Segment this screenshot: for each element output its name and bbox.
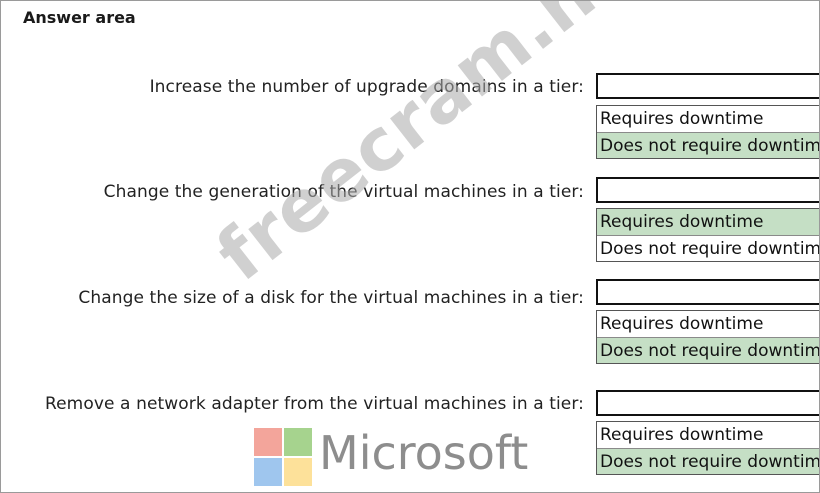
question-4-options: Requires downtime Does not require downt… [596,421,819,475]
question-2-answer-box[interactable] [596,177,819,203]
question-4-label: Remove a network adapter from the virtua… [44,394,584,414]
question-1-answer-box[interactable] [596,73,819,99]
question-4-option-requires-downtime[interactable]: Requires downtime [600,425,764,445]
question-1-option-does-not-require-downtime[interactable]: Does not require downtime [597,132,819,158]
question-3-answer-box[interactable] [596,279,819,305]
question-1-option-requires-downtime[interactable]: Requires downtime [600,109,764,129]
question-1-label: Increase the number of upgrade domains i… [149,77,584,97]
question-4-answer-box[interactable] [596,390,819,416]
question-3-label: Change the size of a disk for the virtua… [78,288,584,308]
question-2-option-does-not-require-downtime[interactable]: Does not require downtime [597,235,819,261]
microsoft-logo-text: Microsoft [319,426,529,480]
question-3-option-requires-downtime[interactable]: Requires downtime [600,314,764,334]
answer-area-title: Answer area [23,8,136,27]
question-3-option-does-not-require-downtime[interactable]: Does not require downtime [597,337,819,363]
question-2-label: Change the generation of the virtual mac… [103,182,584,202]
question-4-option-does-not-require-downtime[interactable]: Does not require downtime [597,448,819,474]
question-3-options: Requires downtime Does not require downt… [596,310,819,364]
question-2-option-requires-downtime[interactable]: Requires downtime [597,209,819,235]
question-1-options: Requires downtime Does not require downt… [596,105,819,159]
question-2-options: Requires downtime Does not require downt… [596,208,819,262]
microsoft-logo-icon [254,428,312,486]
